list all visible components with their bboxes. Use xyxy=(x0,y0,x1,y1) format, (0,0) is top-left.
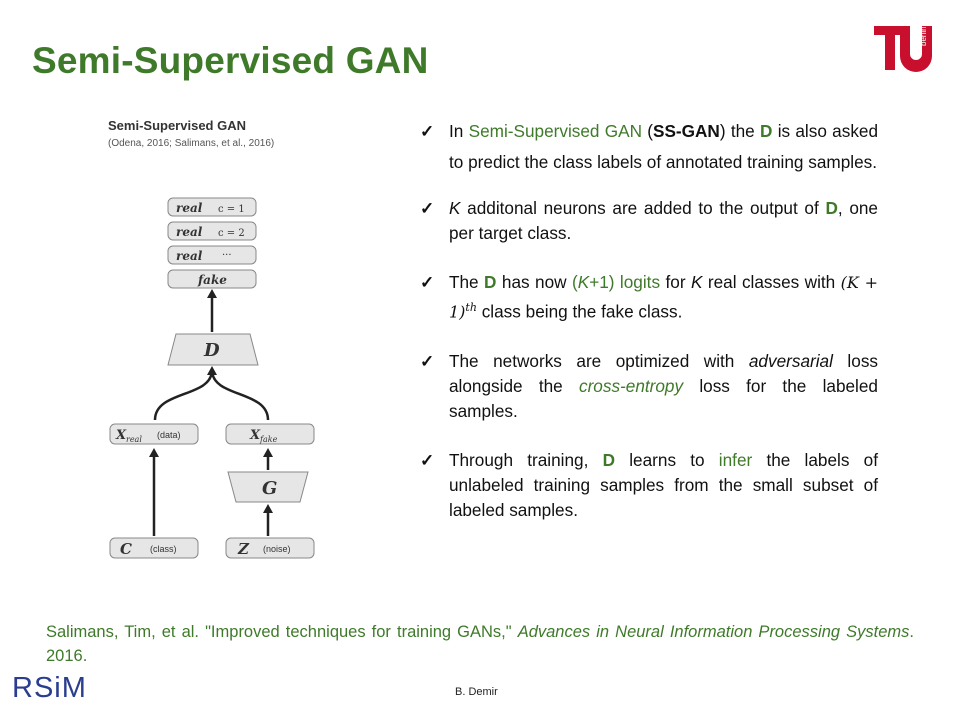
diagram-refs: (Odena, 2016; Salimans, et al., 2016) xyxy=(108,138,274,149)
discriminator-block: D xyxy=(167,333,259,366)
svg-text:D: D xyxy=(203,340,220,361)
svg-text:(class): (class) xyxy=(150,544,177,554)
svg-text:real: real xyxy=(176,201,203,215)
z-noise-box: Z (noise) xyxy=(225,537,315,559)
bullet-ssgan-intro: ✓ In Semi-Supervised GAN (SS-GAN) the D … xyxy=(420,116,878,178)
svg-text:C: C xyxy=(120,540,132,558)
citation: Salimans, Tim, et al. "Improved techniqu… xyxy=(46,623,914,665)
generator-block: G xyxy=(227,471,309,503)
svg-text:Z: Z xyxy=(237,540,250,558)
tu-berlin-logo: berlin xyxy=(874,26,932,72)
diagram-heading: Semi-Supervised GAN xyxy=(108,118,246,133)
svg-text:berlin: berlin xyxy=(919,26,928,46)
output-real-c1: real c = 1 xyxy=(167,197,257,217)
output-fake: fake xyxy=(167,269,257,289)
bullet-adversarial-loss: ✓ The networks are optimized with advers… xyxy=(420,350,879,421)
svg-text:fake: fake xyxy=(259,435,278,444)
svg-text:(data): (data) xyxy=(157,430,181,440)
output-real-c2: real c = 2 xyxy=(167,221,257,241)
checkmark-icon: ✓ xyxy=(420,199,435,218)
bullet-k-plus-one-logits: ✓ The D has now (K+1) logits for K real … xyxy=(420,272,879,322)
svg-text:X: X xyxy=(115,428,127,443)
svg-text:c = 1: c = 1 xyxy=(218,204,245,215)
svg-text:c = 2: c = 2 xyxy=(218,228,245,239)
bullet-k-neurons: ✓ K additonal neurons are added to the o… xyxy=(420,198,878,243)
checkmark-icon: ✓ xyxy=(420,351,435,371)
svg-text:fake: fake xyxy=(197,273,227,287)
checkmark-icon: ✓ xyxy=(420,450,435,470)
svg-text:···: ··· xyxy=(222,250,232,261)
bullet-infer-labels: ✓ Through training, D learns to infer th… xyxy=(420,449,878,520)
footer-author: B. Demir xyxy=(455,686,498,698)
svg-text:real: real xyxy=(126,435,142,444)
slide-title: Semi-Supervised GAN xyxy=(32,40,429,81)
x-fake-box: X fake xyxy=(225,423,315,445)
c-class-box: C (class) xyxy=(109,537,199,559)
rsim-logo: RSiM xyxy=(12,672,87,704)
svg-text:real: real xyxy=(176,249,203,263)
x-real-box: X real (data) xyxy=(109,423,199,445)
svg-text:X: X xyxy=(249,428,261,443)
ssgan-diagram: Semi-Supervised GAN (Odena, 2016; Salima… xyxy=(100,108,360,578)
svg-text:real: real xyxy=(176,225,203,239)
output-real-more: real ··· xyxy=(167,245,257,265)
svg-text:(noise): (noise) xyxy=(263,544,291,554)
checkmark-icon: ✓ xyxy=(420,273,435,292)
svg-text:G: G xyxy=(262,478,277,499)
checkmark-icon: ✓ xyxy=(420,122,435,141)
bullet-list: ✓ In Semi-Supervised GAN (SS-GAN) the D … xyxy=(420,120,878,547)
